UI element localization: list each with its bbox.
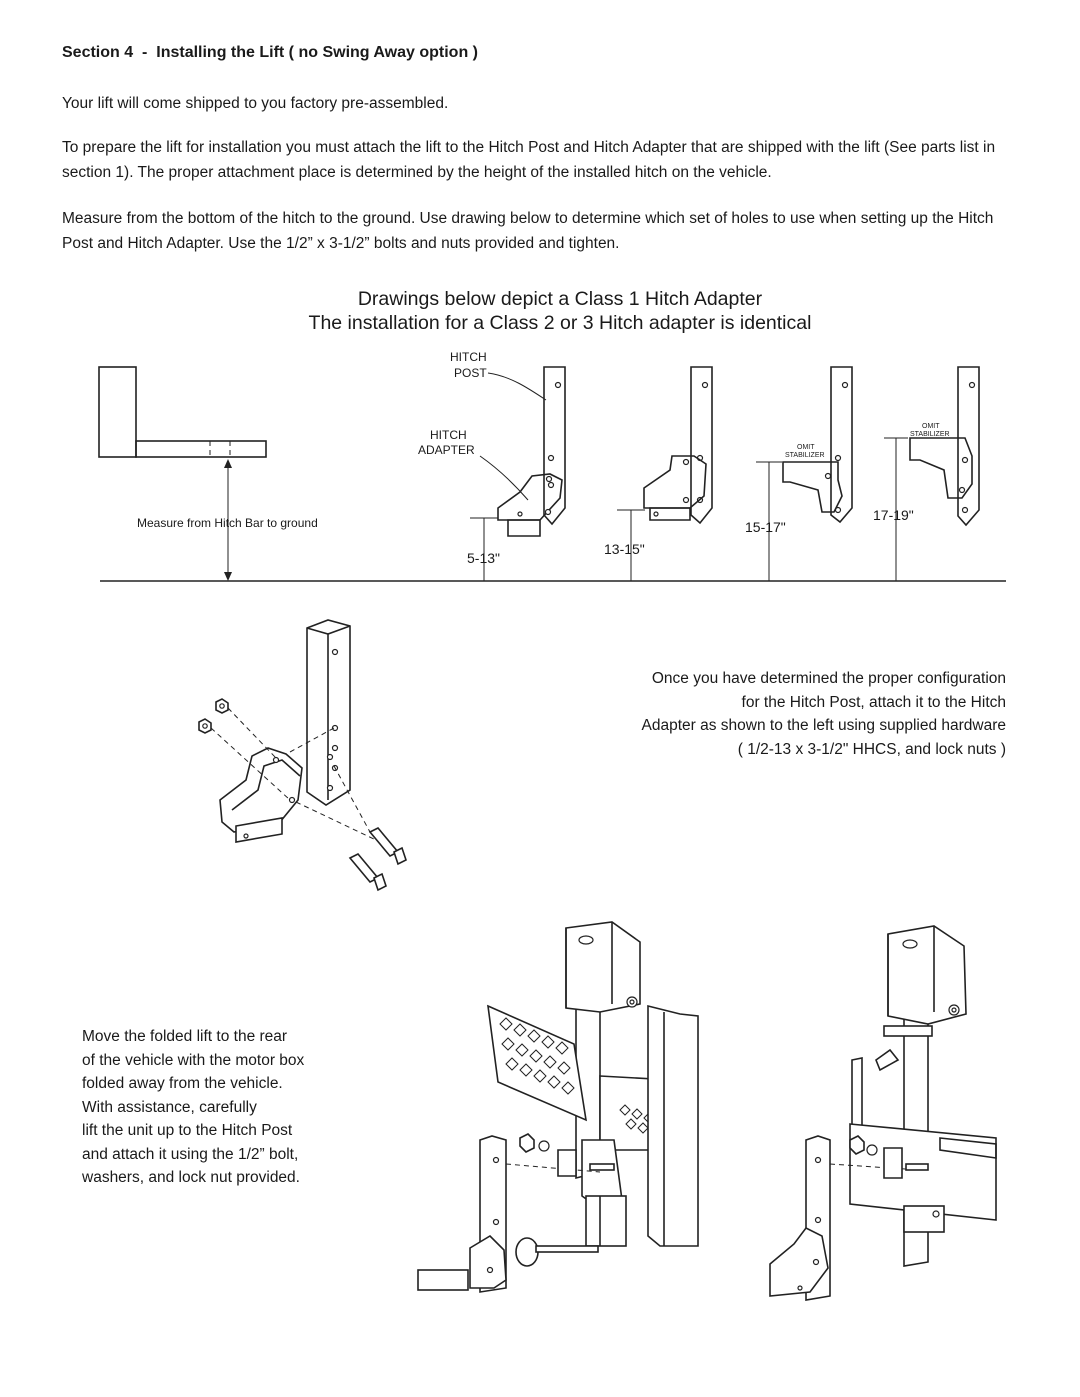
attached-lift-drawing xyxy=(769,925,997,1301)
range-label-5-13: 5-13" xyxy=(467,550,500,566)
lift-line-5: lift the unit up to the Hitch Post xyxy=(82,1122,293,1139)
drawing-title-line1: Drawings below depict a Class 1 Hitch Ad… xyxy=(357,288,763,310)
attach-line-4: ( 1/2-13 x 3-1/2" HHCS, and lock nuts ) xyxy=(737,740,1006,758)
range-label-13-15: 13-15" xyxy=(604,541,645,557)
config-15-17-drawing xyxy=(756,366,853,581)
range-label-15-17: 15-17" xyxy=(745,519,786,535)
omit-stabilizer-label-1a: OMIT xyxy=(797,444,815,451)
section-heading: Section 4 - Installing the Lift ( no Swi… xyxy=(62,44,478,61)
hitch-bar-drawing xyxy=(98,366,267,458)
lift-line-1: Move the folded lift to the rear xyxy=(82,1028,288,1045)
measure-arrow xyxy=(224,459,232,581)
attach-line-2: for the Hitch Post, attach it to the Hit… xyxy=(741,693,1006,711)
lift-line-2: of the vehicle with the motor box xyxy=(82,1051,305,1069)
hitch-post-label-line2: POST xyxy=(454,366,487,380)
attach-instructions: Once you have determined the proper conf… xyxy=(560,667,1006,761)
omit-stabilizer-label-2b: STABILIZER xyxy=(910,431,950,438)
measure-note: Measure from Hitch Bar to ground xyxy=(137,516,318,530)
lift-line-6: and attach it using the 1/2” bolt, xyxy=(82,1145,299,1163)
lift-line-3: folded away from the vehicle. xyxy=(82,1075,283,1092)
drawing-title-line2: The installation for a Class 2 or 3 Hitc… xyxy=(308,312,812,334)
prepare-paragraph: To prepare the lift for installation you… xyxy=(62,139,996,181)
measure-paragraph: Measure from the bottom of the hitch to … xyxy=(62,210,994,252)
lift-line-4: With assistance, carefully xyxy=(82,1098,257,1116)
hitch-adapter-label-line1: HITCH xyxy=(430,428,467,442)
exploded-hitch-view xyxy=(198,619,407,892)
hitch-post-label-line1: HITCH xyxy=(450,350,487,364)
hitch-adapter-label-line2: ADAPTER xyxy=(418,443,475,457)
intro-paragraph: Your lift will come shipped to you facto… xyxy=(62,95,449,112)
config-5-13-drawing xyxy=(470,366,566,581)
range-label-17-19: 17-19" xyxy=(873,507,914,523)
attach-line-1: Once you have determined the proper conf… xyxy=(651,670,1006,687)
folded-lift-drawing xyxy=(417,921,699,1293)
lift-line-7: washers, and lock nut provided. xyxy=(82,1169,300,1186)
config-13-15-drawing xyxy=(617,366,713,581)
omit-stabilizer-label-2a: OMIT xyxy=(922,423,940,430)
omit-stabilizer-label-1b: STABILIZER xyxy=(785,452,825,459)
config-17-19-drawing xyxy=(884,366,980,581)
lift-instructions: Move the folded lift to the rear of the … xyxy=(82,1025,372,1190)
attach-line-3: Adapter as shown to the left using suppl… xyxy=(641,717,1006,734)
